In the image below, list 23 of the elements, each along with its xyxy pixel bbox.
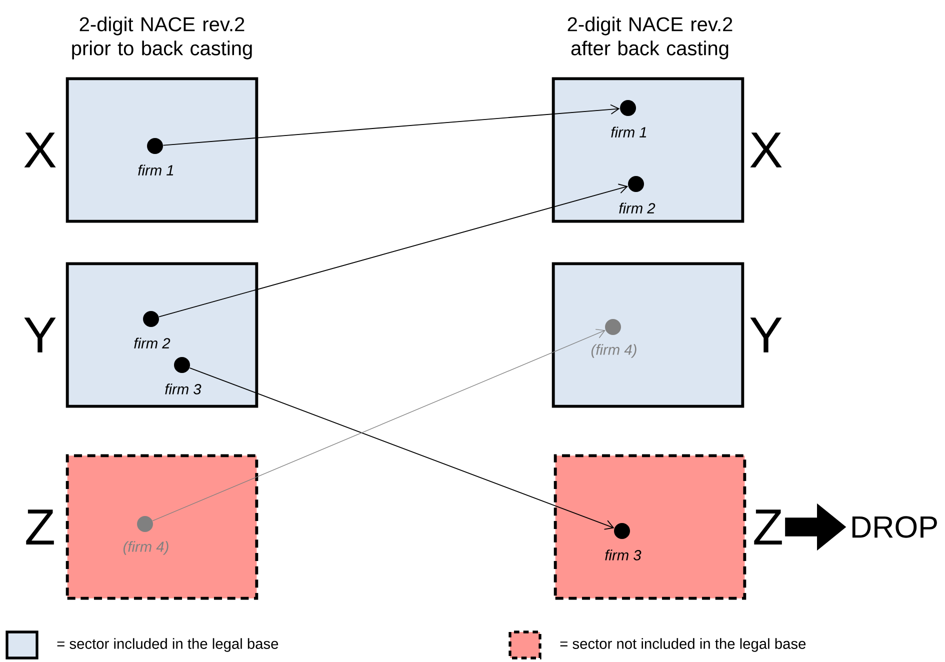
sector-letter: Y <box>24 318 56 352</box>
arrow <box>162 104 620 146</box>
sector-letter: Z <box>26 510 54 544</box>
drop-text: DROP <box>852 516 937 538</box>
column-heading: 2-digit NACE rev.2 after back casting <box>568 16 732 60</box>
arrow <box>158 184 628 318</box>
firm-label: firm 1 <box>611 126 646 138</box>
firm-label: firm 2 <box>619 202 656 214</box>
arrow <box>152 328 606 522</box>
firm-label: (firm 4) <box>123 541 168 555</box>
firm-label: (firm 4) <box>591 344 636 358</box>
firm-label: firm 1 <box>138 164 174 176</box>
sector-letter: Z <box>754 510 782 544</box>
arrow <box>189 367 614 530</box>
firm-label: firm 2 <box>134 338 170 348</box>
firm-label: firm 3 <box>605 550 642 560</box>
legend-text: = sector included in the legal base <box>57 638 278 652</box>
sector-letter: X <box>750 132 782 168</box>
column-heading: 2-digit NACE rev.2 prior to back casting <box>72 16 252 60</box>
sector-letter: X <box>24 132 56 168</box>
firm-label: firm 3 <box>165 384 202 394</box>
legend-text: = sector not included in the legal base <box>560 638 806 652</box>
sector-letter: Y <box>750 318 782 352</box>
